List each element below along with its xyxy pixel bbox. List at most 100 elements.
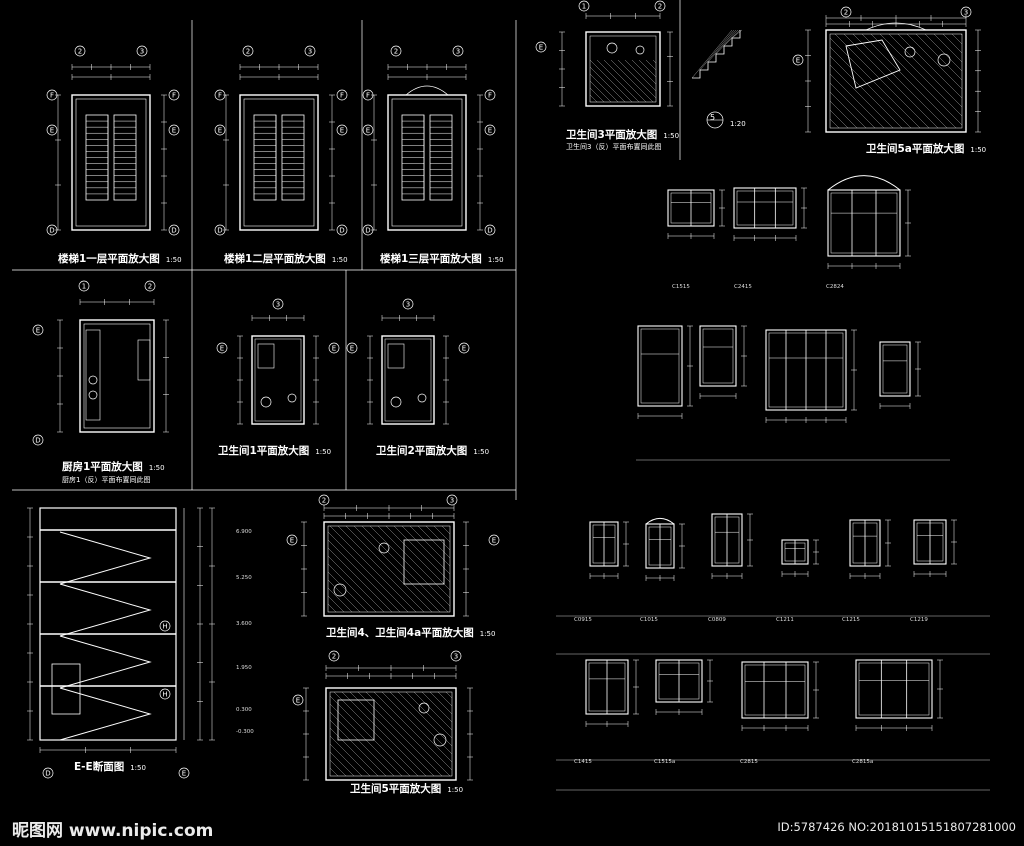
window-frame (741, 661, 809, 719)
stair-plan-wall (239, 94, 319, 231)
axis-label: E (172, 127, 176, 135)
axis-bubble (488, 534, 500, 546)
toilet (433, 733, 447, 747)
window-frame (733, 187, 797, 229)
axis-label: 2 (658, 3, 662, 11)
hatch-line (596, 59, 640, 103)
axis-label: E (220, 345, 224, 353)
note-kitchen1: 厨房1（反）平面布置同此图 (62, 476, 151, 484)
axis-bubble (159, 620, 171, 632)
detail-number: 5 (710, 113, 716, 122)
bathroom-inner (384, 338, 432, 422)
axis-bubble (292, 694, 304, 706)
window-frame (827, 189, 901, 257)
hatch-line (397, 691, 453, 747)
hatch-line (829, 109, 849, 129)
axis-label: E (539, 44, 543, 52)
toilet (333, 583, 347, 597)
bathroom5-inner (329, 691, 453, 777)
axis-bubble (216, 342, 228, 354)
basin (378, 542, 390, 554)
toilet (260, 396, 272, 408)
axis-bubble (242, 45, 254, 57)
hatch-line (345, 525, 433, 613)
window-label: C1211 (776, 617, 794, 623)
hatch-line (843, 33, 939, 129)
toilet (390, 396, 402, 408)
section-outline (39, 507, 177, 741)
hatch-line (437, 691, 453, 707)
hatch-line (329, 743, 363, 777)
hatch-line (329, 727, 379, 777)
hatch-line (327, 539, 401, 613)
axis-bubble (214, 124, 226, 136)
axis-bubble (32, 324, 44, 336)
bathroom-wall (381, 335, 435, 425)
axis-label: D (365, 227, 370, 235)
hatch-line (385, 525, 451, 591)
hatch-line (327, 547, 393, 613)
hatch-line (393, 525, 451, 583)
axis-bubble (178, 767, 190, 779)
hatch-line (829, 46, 912, 129)
window-label: C1515 (672, 284, 690, 290)
axis-bubble (328, 650, 340, 662)
window-arch (827, 175, 901, 191)
axis-bubble (318, 494, 330, 506)
hatch-line (888, 33, 963, 108)
axis-label: 2 (322, 497, 326, 505)
window-label: C1415 (574, 759, 592, 765)
bathroom4-wall (323, 521, 455, 617)
axis-bubble (74, 45, 86, 57)
hatch-line (327, 595, 345, 613)
hatch-line (829, 91, 867, 129)
hatch-line (329, 767, 339, 777)
axis-bubble (214, 224, 226, 236)
hatch-line (861, 33, 957, 129)
hatch-line (413, 691, 453, 731)
corner-bathtub (337, 699, 375, 741)
axis-label: E (492, 537, 496, 545)
hatch-line (960, 33, 963, 36)
window-sash (882, 344, 908, 394)
axis-label: D (217, 227, 222, 235)
toilet (606, 42, 618, 54)
axis-label: D (45, 770, 50, 778)
stair-plan-wall (387, 94, 467, 231)
stair-plan-inner (75, 98, 147, 227)
axis-label: 2 (844, 9, 848, 17)
hatch-line (617, 59, 657, 99)
window-sash (858, 662, 930, 716)
axis-bubble (168, 224, 180, 236)
axis-label: F (366, 92, 370, 100)
basin (287, 393, 297, 403)
bathroom3-inner (589, 35, 657, 103)
hatch-line (409, 525, 451, 567)
axis-label: F (172, 92, 176, 100)
hatch-line (829, 82, 876, 129)
window-frame (699, 325, 737, 387)
axis-bubble (960, 6, 972, 18)
hatch-line (942, 33, 963, 54)
corner-bathtub (403, 539, 445, 585)
window-label: C0915 (574, 617, 592, 623)
window-sash (736, 190, 794, 226)
axis-label: E (350, 345, 354, 353)
axis-bubble (792, 54, 804, 66)
axis-label: 2 (148, 283, 152, 291)
arch-window (405, 85, 449, 96)
bathtub (387, 343, 405, 369)
kitchen-counter (137, 339, 151, 381)
window-sash (702, 328, 734, 384)
hatch-line (589, 94, 598, 103)
elevation-label: 1.950 (236, 665, 252, 671)
hatch-line (829, 73, 885, 129)
hatch-line (329, 759, 347, 777)
detail-line (715, 29, 739, 55)
axis-label: 3 (276, 301, 280, 309)
hatch-line (645, 59, 657, 71)
hatch-line (652, 59, 657, 64)
hatch-line (349, 691, 435, 777)
